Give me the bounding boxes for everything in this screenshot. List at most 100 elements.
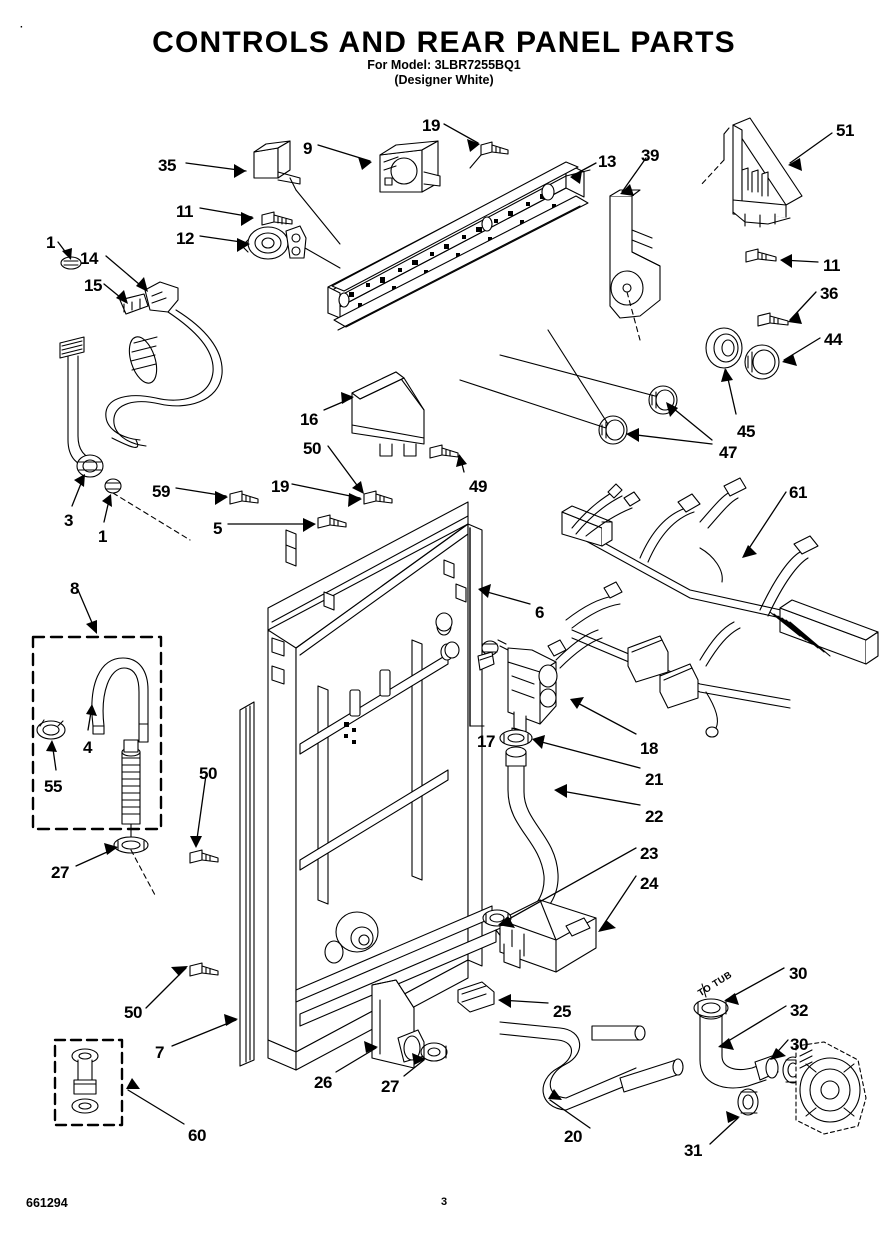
model-number-line: For Model: 3LBR7255BQ1 bbox=[367, 58, 521, 72]
part-12-pressure-switch bbox=[242, 226, 340, 268]
part-11-screw-upper-left bbox=[262, 212, 292, 225]
part-6-hardware bbox=[436, 613, 494, 670]
part-9-timer-assembly bbox=[380, 141, 440, 192]
drain-pump-assembly bbox=[796, 1042, 866, 1134]
callout-number-35: 35 bbox=[158, 156, 176, 175]
part-27-clamp-left bbox=[114, 837, 155, 895]
callout-number-12: 12 bbox=[176, 229, 194, 248]
part-30-clamp-upper bbox=[694, 984, 728, 1017]
part-47-knob-b bbox=[599, 416, 627, 444]
rear-panel-body bbox=[240, 502, 496, 1070]
callout-number-9: 9 bbox=[303, 139, 312, 158]
power-cord-assembly bbox=[61, 257, 222, 447]
part-50-screw-lower bbox=[190, 963, 218, 976]
callout-number-51: 51 bbox=[836, 121, 854, 140]
callout-number-23: 23 bbox=[640, 844, 658, 863]
callout-number-55: 55 bbox=[44, 777, 62, 796]
document-code: 661294 bbox=[26, 1196, 68, 1210]
callout-number-25: 25 bbox=[553, 1002, 571, 1021]
callout-number-27: 27 bbox=[51, 863, 69, 882]
part-44-knob bbox=[745, 345, 779, 379]
callout-number-30: 30 bbox=[790, 1035, 808, 1054]
part-19-screw-mid bbox=[364, 491, 392, 504]
part-5-screw bbox=[318, 515, 346, 528]
part-27-clamp-right bbox=[421, 1043, 447, 1061]
control-console-panel bbox=[328, 162, 588, 330]
callout-number-17: 17 bbox=[477, 732, 495, 751]
callout-number-30: 30 bbox=[789, 964, 807, 983]
callout-number-32: 32 bbox=[790, 1001, 808, 1020]
part-49-screw bbox=[430, 445, 458, 458]
callout-number-18: 18 bbox=[640, 739, 658, 758]
callout-number-3: 3 bbox=[64, 511, 73, 530]
callout-number-22: 22 bbox=[645, 807, 663, 826]
callout-number-50: 50 bbox=[303, 439, 321, 458]
part-20-drain-hose bbox=[500, 1022, 683, 1110]
page-title: CONTROLS AND REAR PANEL PARTS bbox=[152, 26, 736, 59]
callout-number-8: 8 bbox=[70, 579, 79, 598]
callout-number-7: 7 bbox=[155, 1043, 164, 1062]
callout-number-19: 19 bbox=[422, 116, 440, 135]
part-36-screw bbox=[758, 313, 788, 326]
callout-number-27: 27 bbox=[381, 1077, 399, 1096]
part-51-bracket bbox=[700, 118, 802, 227]
callout-number-26: 26 bbox=[314, 1073, 332, 1092]
callout-number-5: 5 bbox=[213, 519, 222, 538]
part-19-screw-top bbox=[470, 142, 508, 168]
callout-number-11: 11 bbox=[823, 256, 840, 275]
callout-number-11: 11 bbox=[176, 202, 193, 221]
callout-number-1: 1 bbox=[98, 527, 107, 546]
callout-number-21: 21 bbox=[645, 770, 663, 789]
callout-number-36: 36 bbox=[820, 284, 838, 303]
part-11-screw-right bbox=[746, 249, 776, 262]
leader-47b bbox=[548, 330, 608, 424]
callout-number-14: 14 bbox=[80, 249, 98, 268]
part-8-kit-box bbox=[33, 637, 161, 829]
callout-number-15: 15 bbox=[84, 276, 102, 295]
part-26-base-component bbox=[372, 980, 424, 1068]
callout-number-50: 50 bbox=[199, 764, 217, 783]
callout-number-4: 4 bbox=[83, 738, 92, 757]
part-60-kit-box bbox=[55, 1040, 122, 1125]
callout-number-16: 16 bbox=[300, 410, 318, 429]
part-16-end-cap bbox=[352, 372, 424, 456]
callout-number-6: 6 bbox=[535, 603, 544, 622]
part-39-rear-top-panel bbox=[610, 190, 660, 340]
callout-number-39: 39 bbox=[641, 146, 659, 165]
part-55-clamp bbox=[37, 720, 65, 739]
corner-registration-mark: · bbox=[20, 22, 24, 33]
callout-number-19: 19 bbox=[271, 477, 289, 496]
leader-47c bbox=[460, 380, 606, 428]
part-21-clamp bbox=[500, 730, 532, 746]
page-number: 3 bbox=[440, 1196, 448, 1208]
callout-number-24: 24 bbox=[640, 874, 658, 893]
finish-color-line: (Designer White) bbox=[394, 73, 494, 87]
part-22-fill-hose bbox=[496, 747, 558, 938]
callout-number-47: 47 bbox=[719, 443, 737, 462]
part-50-screw-mid bbox=[190, 850, 218, 863]
callout-number-59: 59 bbox=[152, 482, 170, 501]
callout-number-1: 1 bbox=[46, 233, 55, 252]
part-3-inlet-stub bbox=[60, 337, 190, 540]
callout-number-20: 20 bbox=[564, 1127, 582, 1146]
part-31-clamp bbox=[738, 1089, 758, 1115]
part-24-pump-bracket bbox=[500, 900, 596, 972]
callout-number-13: 13 bbox=[598, 152, 616, 171]
part-35-switch bbox=[254, 141, 340, 244]
part-61-wire-harness bbox=[548, 478, 878, 737]
part-18-water-valve bbox=[482, 640, 557, 740]
part-25-connector bbox=[458, 982, 494, 1012]
callout-number-49: 49 bbox=[469, 477, 487, 496]
callout-number-50: 50 bbox=[124, 1003, 142, 1022]
callout-number-31: 31 bbox=[684, 1141, 702, 1160]
part-4-drain-hose bbox=[92, 658, 148, 844]
callout-number-44: 44 bbox=[824, 330, 842, 349]
callout-number-60: 60 bbox=[188, 1126, 206, 1145]
callout-number-61: 61 bbox=[789, 483, 807, 502]
part-45-knob bbox=[706, 328, 742, 368]
callout-number-45: 45 bbox=[737, 422, 755, 441]
drive-pulley bbox=[325, 912, 378, 963]
callout-leader-lines bbox=[46, 124, 832, 1144]
